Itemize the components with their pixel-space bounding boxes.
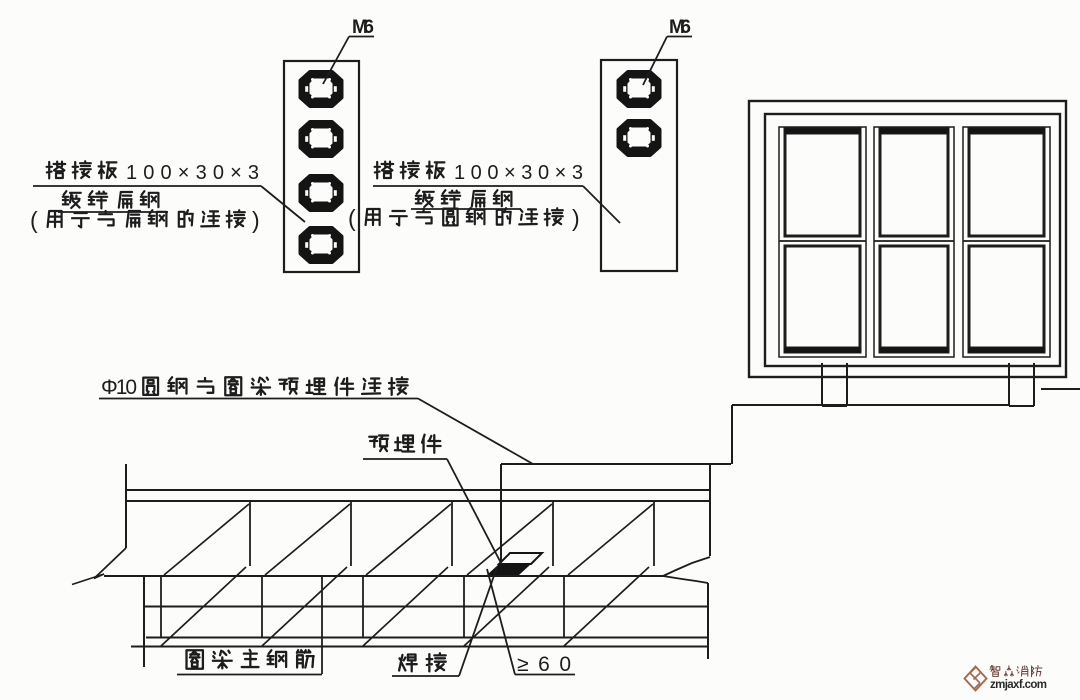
svg-text:zmjaxf.com: zmjaxf.com bbox=[990, 679, 1047, 691]
svg-text:≥60: ≥60 bbox=[517, 653, 571, 676]
svg-text:(: ( bbox=[30, 207, 38, 233]
svg-text:Φ10: Φ10 bbox=[101, 376, 137, 399]
svg-text:(: ( bbox=[348, 205, 356, 231]
svg-text:): ) bbox=[252, 207, 260, 233]
svg-text:): ) bbox=[572, 205, 580, 231]
svg-text:M6: M6 bbox=[669, 17, 691, 38]
svg-text:M6: M6 bbox=[352, 17, 374, 38]
